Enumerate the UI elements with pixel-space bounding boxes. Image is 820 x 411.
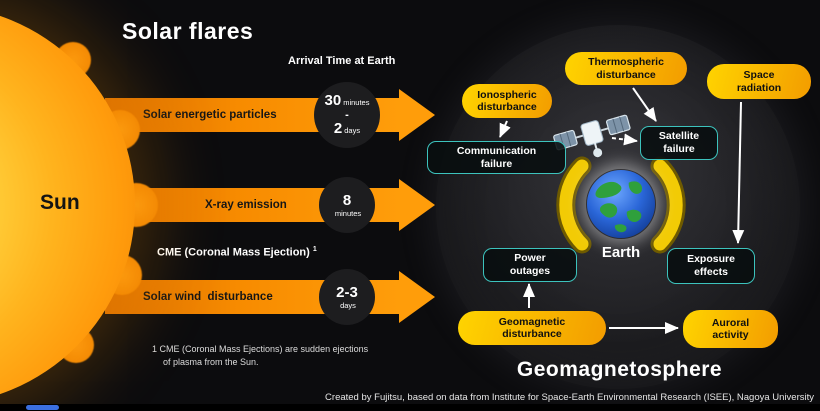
arrow-label: Solar energetic particles [143,109,277,121]
pill-line: disturbance [596,68,656,81]
arrival-time-circle-solar-wind: 2-3 days [319,269,375,325]
effect-line: Exposure [687,253,735,266]
earth-label: Earth [601,244,641,261]
time-value: 2 [333,119,343,137]
time-unit: minutes [343,97,370,107]
pill-line: Thermospheric [588,56,664,69]
sun-label: Sun [40,191,80,214]
arrival-time-heading: Arrival Time at Earth [288,55,396,67]
effect-line: failure [480,157,513,170]
arrow-label: Solar wind disturbance [143,291,273,303]
effect-satellite-failure: Satellite failure [640,126,718,160]
effect-line: outages [509,265,551,277]
effect-line: Communication [456,144,537,157]
pill-line: Ionospheric [477,88,537,101]
pill-line: Auroral [711,316,750,329]
page-title: Solar flares [122,18,254,44]
geomagnetosphere-title: Geomagnetosphere [516,358,723,381]
pill-line: Space [743,69,775,82]
cause-space-radiation: Space radiation [707,64,811,99]
time-unit: minutes [334,209,362,218]
effect-line: Power [514,252,546,265]
footnote-line: 1 CME (Coronal Mass Ejections) are sudde… [152,344,369,354]
time-unit: days [344,125,361,135]
cause-geomagnetic-disturbance: Geomagnetic disturbance [458,311,606,345]
arrow-label: X-ray emission [205,199,287,211]
pill-line: disturbance [477,101,537,113]
effect-communication-failure: Communication failure [427,141,566,174]
arrival-time-circle-xray: 8 minutes [319,177,375,233]
effect-line: failure [663,143,695,155]
effect-line: Satellite [658,130,700,143]
cme-footnote-marker: 1 [312,246,317,253]
time-value: 8 [342,192,352,209]
pill-line: disturbance [502,328,562,340]
cause-ionospheric-disturbance: Ionospheric disturbance [462,84,552,118]
time-value: 30 [324,91,342,109]
bottom-bar [0,404,820,411]
earth-globe-icon [586,169,656,239]
footnote: 1 CME (Coronal Mass Ejections) are sudde… [152,343,368,368]
satellite-icon [553,114,631,158]
pill-line: activity [712,329,749,341]
effect-power-outages: Power outages [483,248,577,282]
cme-label: CME (Coronal Mass Ejection) 1 [157,246,317,259]
effect-exposure-effects: Exposure effects [667,248,755,284]
cause-thermospheric-disturbance: Thermospheric disturbance [565,52,687,85]
footnote-line: of plasma from the Sun. [163,356,259,367]
credit-text: Created by Fujitsu, based on data from I… [325,392,814,403]
time-value: 2-3 [336,284,358,301]
time-unit: days [340,301,356,310]
pill-line: radiation [736,81,782,94]
cause-auroral-activity: Auroral activity [683,310,778,348]
cme-text: CME (Coronal Mass Ejection) [157,246,310,259]
progress-bar-segment[interactable] [26,405,59,410]
effect-line: effects [694,266,728,278]
time-separator: - [345,108,349,121]
pill-line: Geomagnetic [498,315,566,328]
